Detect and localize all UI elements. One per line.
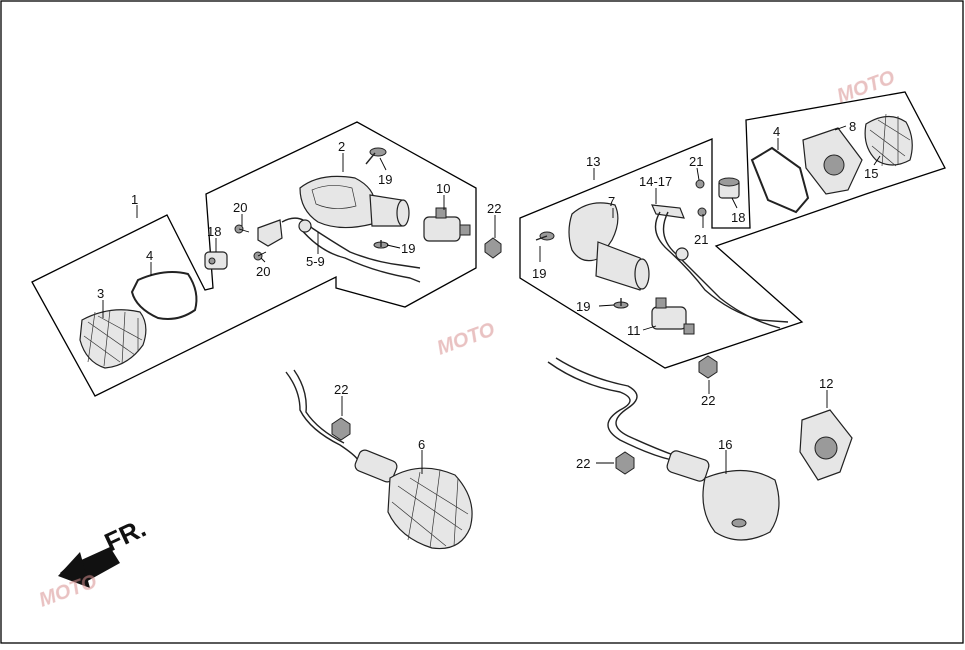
screw-part-19-mid: [373, 240, 389, 249]
socket-part-18-b: [718, 177, 740, 199]
callout-15: 15: [864, 166, 878, 181]
callout-3: 3: [97, 286, 104, 301]
callout-5-9: 5-9: [306, 254, 325, 269]
callout-13: 13: [586, 154, 600, 169]
lens-part-15: [864, 113, 913, 167]
callout-20b: 20: [256, 264, 270, 279]
callout-16: 16: [718, 437, 732, 452]
callout-18: 18: [207, 224, 221, 239]
callout-19b: 19: [401, 241, 415, 256]
callout-22b: 22: [334, 382, 348, 397]
callout-2: 2: [338, 139, 345, 154]
callout-10: 10: [436, 181, 450, 196]
callout-19d: 19: [576, 299, 590, 314]
housing-part-2: [299, 175, 410, 229]
nut-part-22-a: [484, 237, 502, 259]
callout-4: 4: [146, 248, 153, 263]
housing-part-7: [568, 202, 650, 291]
callout-11: 11: [627, 323, 641, 338]
callout-22c: 22: [576, 456, 590, 471]
callout-19: 19: [378, 172, 392, 187]
bulb-part-10: [423, 207, 471, 242]
leader-lines: [102, 125, 881, 474]
screw-part-20: [234, 224, 267, 261]
gasket-part-4: [130, 271, 198, 320]
front-direction-arrow: [58, 547, 120, 588]
bulb-part-11: [651, 297, 695, 335]
callouts: 1 4 3 18 20 20 2 19 10 22 5-9 19 13 7 14…: [97, 119, 878, 471]
lens-part-3: [79, 309, 147, 369]
wiring-part-14-17: [651, 204, 789, 329]
callout-18b: 18: [731, 210, 745, 225]
nut-part-22-c: [615, 451, 635, 475]
svg-text:MOTO: MOTO: [434, 318, 498, 359]
middle-assembly-frame: [519, 91, 946, 369]
nut-part-22-d: [698, 355, 718, 379]
gasket-part-4-b: [750, 146, 810, 214]
callout-4b: 4: [773, 124, 780, 139]
left-assembly-frame: [31, 121, 477, 397]
wiring-part-5-9: [257, 217, 421, 283]
callout-20: 20: [233, 200, 247, 215]
reflector-part-12: [799, 409, 853, 481]
screw-part-19-d: [613, 298, 629, 309]
callout-22: 22: [487, 201, 501, 216]
callout-7: 7: [608, 194, 615, 209]
screw-part-19-c: [535, 231, 555, 241]
reflector-part-8: [802, 127, 863, 195]
screw-part-21: [695, 179, 707, 217]
socket-part-18: [204, 251, 228, 270]
callout-21b: 21: [694, 232, 708, 247]
callout-12: 12: [819, 376, 833, 391]
callout-6: 6: [418, 437, 425, 452]
callout-19c: 19: [532, 266, 546, 281]
nut-part-22-b: [331, 417, 351, 441]
svg-text:MOTO: MOTO: [834, 66, 898, 107]
screw-part-19-top: [365, 147, 387, 165]
turn-signal-part-16: [547, 357, 780, 541]
callout-1: 1: [131, 192, 138, 207]
callout-14-17: 14-17: [639, 174, 672, 189]
callout-8: 8: [849, 119, 856, 134]
callout-22d: 22: [701, 393, 715, 408]
turn-signal-part-6: [285, 369, 473, 550]
callout-21: 21: [689, 154, 703, 169]
